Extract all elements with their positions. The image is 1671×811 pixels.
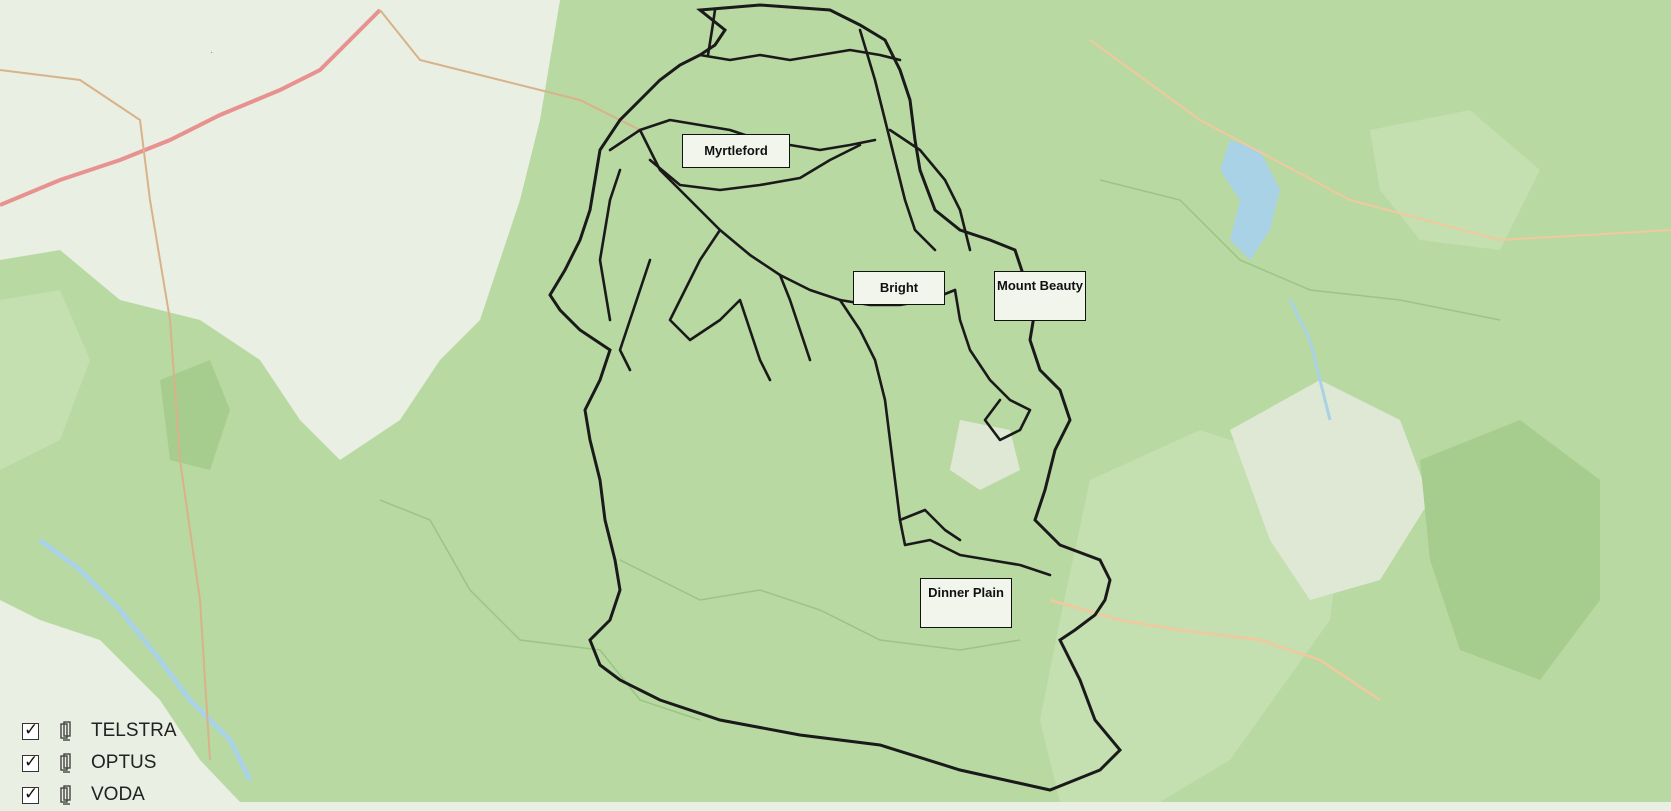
lake [1220, 140, 1280, 260]
callout-label: Mount Beauty [997, 278, 1083, 293]
layer-row-voda[interactable]: VODA [22, 779, 177, 811]
layer-row-optus[interactable]: OPTUS [22, 747, 177, 779]
road [1049, 598, 1381, 702]
boundary-line [619, 559, 1021, 651]
cell-tower-icon [60, 753, 71, 773]
layer-label: VODA [91, 784, 145, 805]
forest-area [1230, 380, 1430, 600]
forest-area [1370, 110, 1540, 250]
forest-area [0, 290, 90, 470]
boundary-line [379, 499, 701, 721]
layer-row-telstra[interactable]: TELSTRA [22, 715, 177, 747]
layer-legend: TELSTRA OPTUS VODA [22, 715, 177, 811]
route-network [598, 8, 1052, 577]
layer-label: OPTUS [91, 752, 157, 773]
layer-checkbox[interactable] [22, 784, 39, 804]
forest-area [160, 360, 230, 470]
cell-tower-icon [60, 721, 71, 741]
callout-dinner-plain[interactable]: Dinner Plain [920, 578, 1012, 628]
layer-checkbox[interactable] [22, 752, 39, 772]
forest-area [1420, 420, 1600, 680]
callout-mount-beauty[interactable]: Mount Beauty [994, 271, 1086, 321]
callout-label: Bright [879, 280, 919, 295]
callout-myrtleford[interactable]: Myrtleford [682, 134, 790, 168]
callout-label: Dinner Plain [928, 585, 1004, 600]
highway [0, 8, 382, 207]
river [1288, 299, 1332, 421]
road [379, 9, 641, 131]
basemap-labels: · [210, 47, 213, 58]
boundary-line [1099, 179, 1501, 321]
road [0, 69, 211, 761]
svg-text:·: · [210, 47, 213, 58]
layer-checkbox[interactable] [22, 720, 39, 740]
callout-bright[interactable]: Bright [853, 271, 945, 305]
river [38, 538, 253, 782]
layer-label: TELSTRA [91, 720, 177, 741]
cell-tower-icon [60, 785, 71, 805]
road [1089, 39, 1671, 242]
callout-label: Myrtleford [704, 143, 768, 158]
region-boundary [548, 3, 1123, 792]
